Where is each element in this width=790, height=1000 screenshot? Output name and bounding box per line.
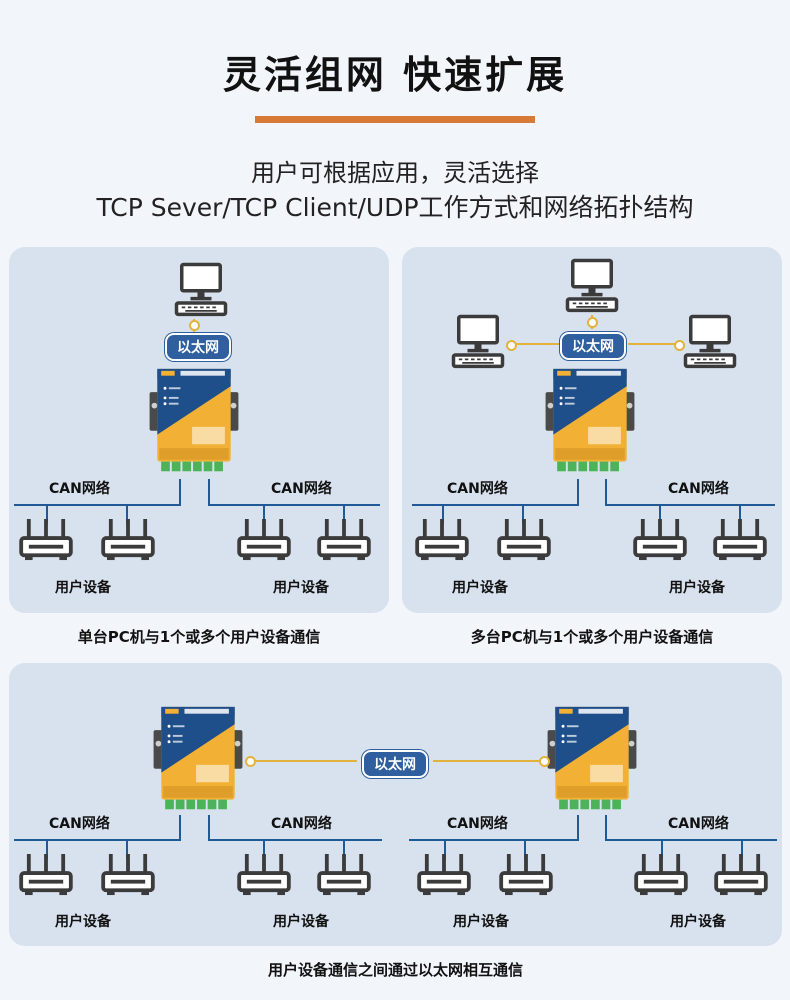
can-drop-line	[444, 839, 446, 859]
user-device-label: 用户设备	[453, 914, 509, 930]
router-icon	[714, 854, 768, 896]
can-drop-line	[661, 839, 663, 859]
can-bus-line	[605, 504, 775, 506]
can-bus-line	[577, 479, 579, 506]
user-device-label: 用户设备	[55, 580, 111, 596]
router-icon	[19, 854, 73, 896]
ethernet-wire	[433, 760, 543, 762]
ethernet-wire	[510, 343, 570, 345]
ethernet-badge: 以太网	[362, 750, 428, 778]
page-title: 灵活组网 快速扩展	[222, 53, 568, 97]
router-icon	[634, 854, 688, 896]
can-drop-line	[263, 504, 265, 524]
can-bus-line	[208, 839, 382, 841]
can-drop-line	[442, 504, 444, 524]
panel-device-to-device: 以太网 CAN网络 CAN网络 CAN网络 CAN网络 用户设备 用户设备 用户…	[9, 663, 782, 946]
panel-single-pc: 以太网 CAN网络 CAN网络 用户设备 用户设备	[9, 247, 389, 613]
can-network-label: CAN网络	[447, 816, 508, 832]
can-network-label: CAN网络	[447, 481, 508, 497]
computer-icon	[450, 313, 506, 369]
router-icon	[499, 854, 553, 896]
caption-device-to-device: 用户设备通信之间通过以太网相互通信	[267, 961, 523, 979]
router-icon	[317, 519, 371, 561]
can-drop-line	[741, 839, 743, 859]
router-icon	[497, 519, 551, 561]
ethernet-node	[189, 320, 200, 331]
user-device-label: 用户设备	[273, 914, 329, 930]
can-drop-line	[126, 839, 128, 859]
user-device-label: 用户设备	[55, 914, 111, 930]
can-drop-line	[343, 504, 345, 524]
can-drop-line	[522, 504, 524, 524]
ethernet-node	[506, 340, 517, 351]
ethernet-node	[539, 756, 550, 767]
can-bus-line	[409, 839, 579, 841]
can-drop-line	[739, 504, 741, 524]
gateway-device-icon	[148, 367, 240, 479]
ethernet-wire	[628, 343, 680, 345]
can-network-label: CAN网络	[271, 816, 332, 832]
ethernet-wire	[249, 760, 357, 762]
can-drop-line	[46, 839, 48, 859]
gateway-device-icon	[546, 705, 638, 817]
ethernet-node	[587, 317, 598, 328]
can-bus-line	[14, 839, 180, 841]
can-bus-line	[412, 504, 578, 506]
can-bus-line	[14, 504, 180, 506]
router-icon	[19, 519, 73, 561]
can-bus-line	[179, 815, 181, 841]
can-bus-line	[605, 815, 607, 841]
router-icon	[101, 854, 155, 896]
subtitle-line-1: 用户可根据应用，灵活选择	[251, 159, 539, 187]
subtitle-line-2: TCP Sever/TCP Client/UDP工作方式和网络拓扑结构	[96, 193, 694, 222]
can-bus-line	[208, 479, 210, 506]
can-bus-line	[208, 504, 380, 506]
user-device-label: 用户设备	[670, 914, 726, 930]
router-icon	[237, 854, 291, 896]
user-device-label: 用户设备	[273, 580, 329, 596]
computer-icon	[682, 313, 738, 369]
title-underline	[255, 116, 535, 123]
gateway-device-icon	[544, 367, 636, 479]
router-icon	[713, 519, 767, 561]
user-device-label: 用户设备	[452, 580, 508, 596]
ethernet-node	[674, 340, 685, 351]
router-icon	[101, 519, 155, 561]
gateway-device-icon	[152, 705, 244, 817]
can-drop-line	[46, 504, 48, 524]
can-bus-line	[605, 839, 777, 841]
can-bus-line	[208, 815, 210, 841]
caption-single-pc: 单台PC机与1个或多个用户设备通信	[77, 628, 321, 646]
can-network-label: CAN网络	[49, 816, 110, 832]
can-bus-line	[605, 479, 607, 506]
can-drop-line	[524, 839, 526, 859]
computer-icon	[173, 261, 229, 317]
can-drop-line	[263, 839, 265, 859]
router-icon	[633, 519, 687, 561]
computer-icon	[564, 257, 620, 313]
ethernet-badge: 以太网	[560, 332, 626, 360]
ethernet-badge: 以太网	[165, 333, 231, 361]
router-icon	[415, 519, 469, 561]
can-network-label: CAN网络	[668, 481, 729, 497]
user-device-label: 用户设备	[669, 580, 725, 596]
router-icon	[317, 854, 371, 896]
ethernet-node	[245, 756, 256, 767]
can-network-label: CAN网络	[271, 481, 332, 497]
can-drop-line	[343, 839, 345, 859]
can-drop-line	[126, 504, 128, 524]
can-network-label: CAN网络	[668, 816, 729, 832]
can-drop-line	[659, 504, 661, 524]
can-network-label: CAN网络	[49, 481, 110, 497]
can-bus-line	[179, 479, 181, 506]
caption-multi-pc: 多台PC机与1个或多个用户设备通信	[470, 628, 714, 646]
can-bus-line	[577, 815, 579, 841]
router-icon	[417, 854, 471, 896]
panel-multi-pc: 以太网 CAN网络 CAN网络 用户设备 用户设备	[402, 247, 782, 613]
router-icon	[237, 519, 291, 561]
